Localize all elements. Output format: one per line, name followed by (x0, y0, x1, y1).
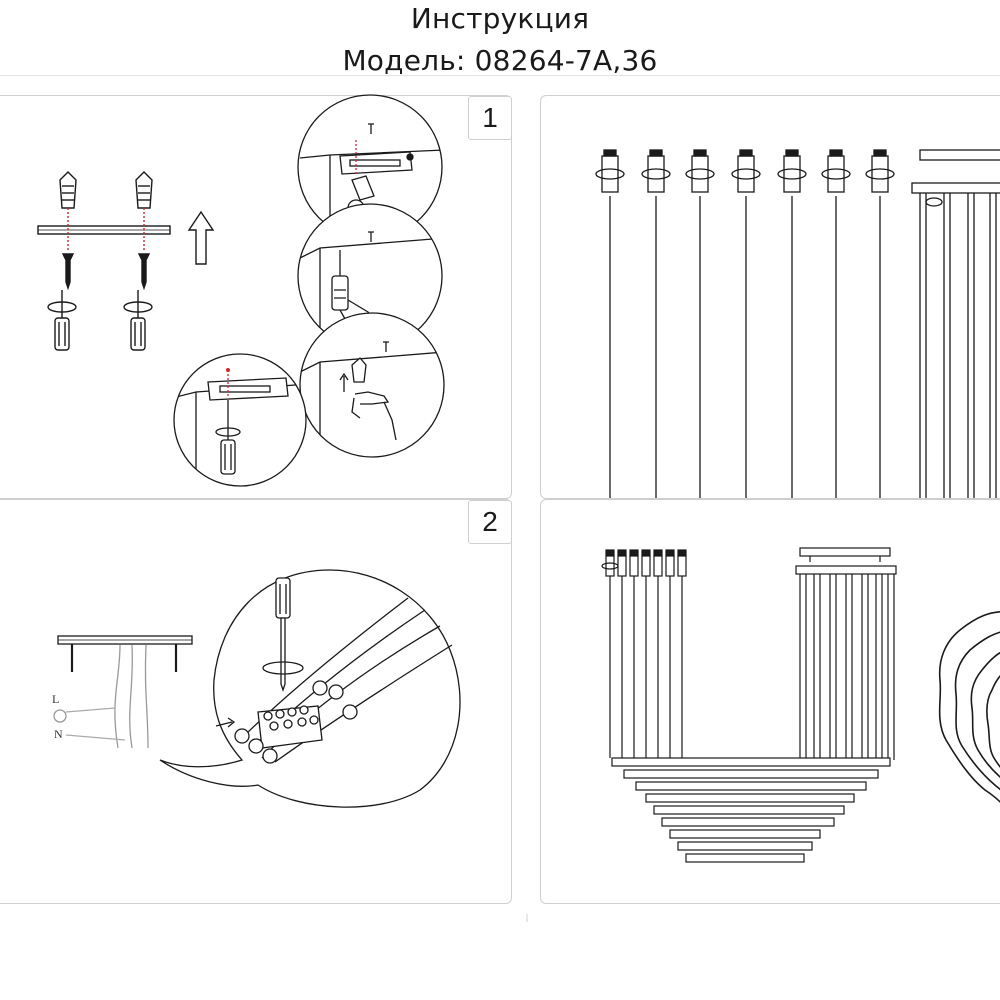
wiring-detail-callout (159, 569, 461, 808)
step-number-2: 2 (468, 500, 512, 544)
wall-plug-icon (59, 171, 77, 209)
cable-grippers (595, 149, 895, 193)
panel-step-1 (0, 95, 512, 499)
detail-circle-screw-bracket (173, 353, 307, 487)
neutral-wire-label: N (54, 727, 63, 741)
header-divider (0, 75, 1000, 76)
stacked-rings (611, 757, 891, 863)
wavy-rings-top-view (938, 611, 1000, 803)
panel-chandelier-assembled (540, 499, 1000, 904)
screwdriver-icon (123, 290, 153, 351)
chandelier-assembled-view (601, 547, 1000, 863)
model-number: Модель: 08264-7A,36 (342, 44, 658, 77)
arrow-up-icon (187, 210, 215, 265)
cable-grippers-small (601, 549, 687, 577)
terminal-block-icon (257, 705, 323, 749)
step-number-1: 1 (468, 96, 512, 140)
mounting-plate-diagram (37, 171, 215, 351)
chandelier-side-view (595, 149, 1000, 498)
wiring-diagram (53, 569, 461, 808)
live-wire-label: L (52, 692, 59, 706)
document-title: Инструкция (410, 2, 590, 35)
panel-step-2 (0, 499, 512, 904)
suspension-cables (609, 196, 881, 498)
screwdriver-icon (47, 290, 77, 351)
detail-circle-hammer (299, 312, 445, 458)
panel-chandelier-side (540, 95, 1000, 499)
detail-circle-bracket (297, 94, 443, 240)
